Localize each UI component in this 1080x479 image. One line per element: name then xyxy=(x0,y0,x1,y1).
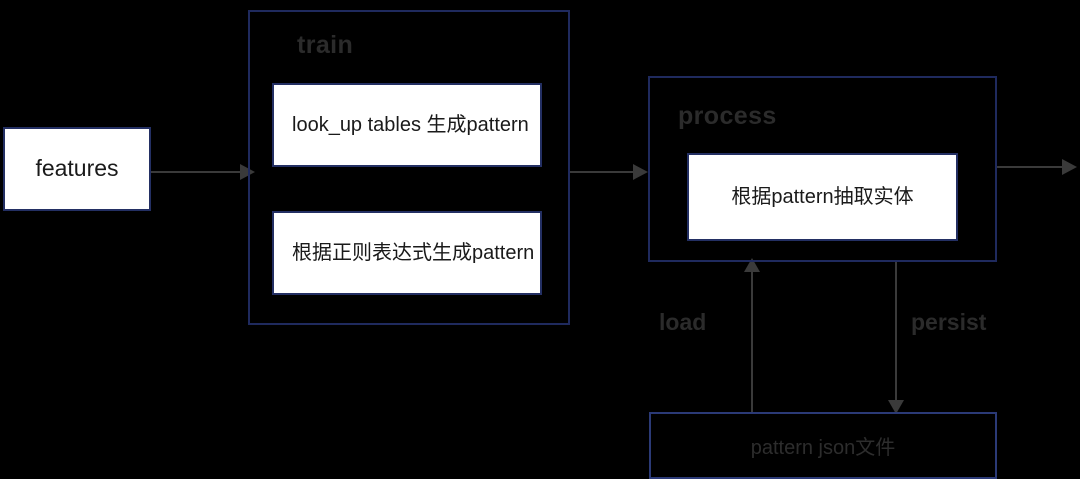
node-lookup-tables-pattern-label: look_up tables 生成pattern xyxy=(292,114,529,136)
edge-load xyxy=(744,258,760,412)
node-regex-pattern[interactable]: 根据正则表达式生成pattern xyxy=(272,211,542,295)
node-pattern-json-file-label: pattern json文件 xyxy=(750,437,896,459)
node-features[interactable]: features xyxy=(3,127,151,211)
edge-label-load: load xyxy=(659,309,707,335)
node-pattern-json-file[interactable]: pattern json文件 xyxy=(649,412,997,479)
group-process-label: process xyxy=(678,102,777,130)
group-train[interactable] xyxy=(248,10,570,325)
node-lookup-tables-pattern[interactable]: look_up tables 生成pattern xyxy=(272,83,542,167)
edge-features-to-train xyxy=(151,164,255,180)
group-train-label: train xyxy=(297,31,354,59)
node-extract-entity-label: 根据pattern抽取实体 xyxy=(731,186,914,208)
edge-train-to-process xyxy=(570,164,648,180)
edge-label-persist: persist xyxy=(911,309,987,335)
node-extract-entity[interactable]: 根据pattern抽取实体 xyxy=(687,153,958,241)
node-features-label: features xyxy=(35,155,119,182)
edge-process-to-output xyxy=(997,159,1077,175)
edge-persist xyxy=(888,262,904,414)
group-process[interactable] xyxy=(648,76,997,262)
node-regex-pattern-label: 根据正则表达式生成pattern xyxy=(292,242,535,264)
